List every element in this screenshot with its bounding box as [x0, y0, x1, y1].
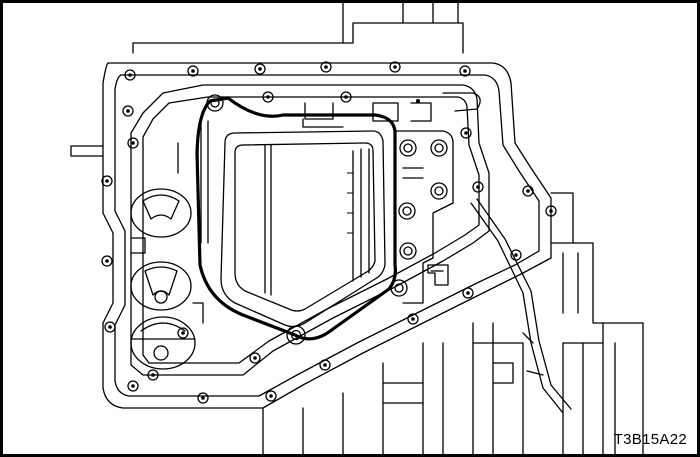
bolt-hole-icon: [124, 69, 136, 81]
bolt-hole-icon: [104, 321, 116, 333]
oil-strainer: [195, 96, 397, 341]
bolt-hole-icon: [522, 185, 534, 197]
housing-top-edge: [132, 3, 464, 54]
bolt-hole-icon: [319, 359, 331, 371]
left-pipe-stub: [70, 145, 104, 157]
valve-body-drawing: [70, 3, 644, 454]
valve-top-features: [200, 92, 481, 244]
bolt-icon: [398, 202, 416, 220]
housing-right: [550, 192, 644, 454]
bolt-hole-icon: [187, 65, 199, 77]
bolt-hole-icon: [462, 287, 474, 299]
bolt-hole-icon: [389, 61, 401, 73]
solenoid-disc-icon: [130, 261, 192, 311]
bolt-hole-icon: [265, 390, 277, 402]
housing-bottom: [262, 322, 524, 454]
bolt-hole-icon: [407, 313, 419, 325]
outer-gasket: [102, 62, 552, 409]
bolt-icon: [399, 139, 417, 157]
bolt-icon: [206, 94, 224, 112]
bolt-hole-icon: [127, 380, 139, 392]
gasket-bolt-holes: [101, 61, 557, 404]
bolt-hole-icon: [101, 255, 113, 267]
bolt-icon: [286, 325, 306, 345]
bolt-hole-icon: [460, 127, 472, 139]
bolt-hole-icon: [122, 105, 134, 117]
bolt-hole-icon: [249, 352, 261, 364]
bolt-hole-icon: [320, 61, 332, 73]
bolt-icon: [430, 139, 448, 157]
bolt-hole-icon: [147, 369, 159, 381]
bolt-hole-icon: [459, 65, 471, 77]
bolt-icon: [430, 182, 448, 200]
bolt-hole-icon: [177, 327, 189, 339]
bolt-icon: [399, 242, 417, 260]
valve-body-plate: [394, 130, 454, 304]
bolt-icon: [390, 279, 408, 297]
oil-tube: [470, 198, 572, 414]
inner-gasket: [130, 84, 490, 376]
solenoid-discs: [130, 142, 204, 370]
solenoid-disc-icon: [130, 316, 196, 370]
bolt-hole-icon: [197, 392, 209, 404]
bolt-hole-icon: [262, 91, 274, 103]
bolt-hole-icon: [472, 181, 484, 193]
bolt-hole-icon: [545, 205, 557, 217]
solenoid-disc-icon: [130, 188, 192, 254]
bolt-hole-icon: [340, 91, 352, 103]
bolt-hole-icon: [127, 137, 139, 149]
strainer-bolts: [206, 94, 408, 345]
bolt-hole-icon: [101, 175, 113, 187]
figure-code: T3B15A22: [613, 431, 687, 448]
bolt-hole-icon: [254, 63, 266, 75]
